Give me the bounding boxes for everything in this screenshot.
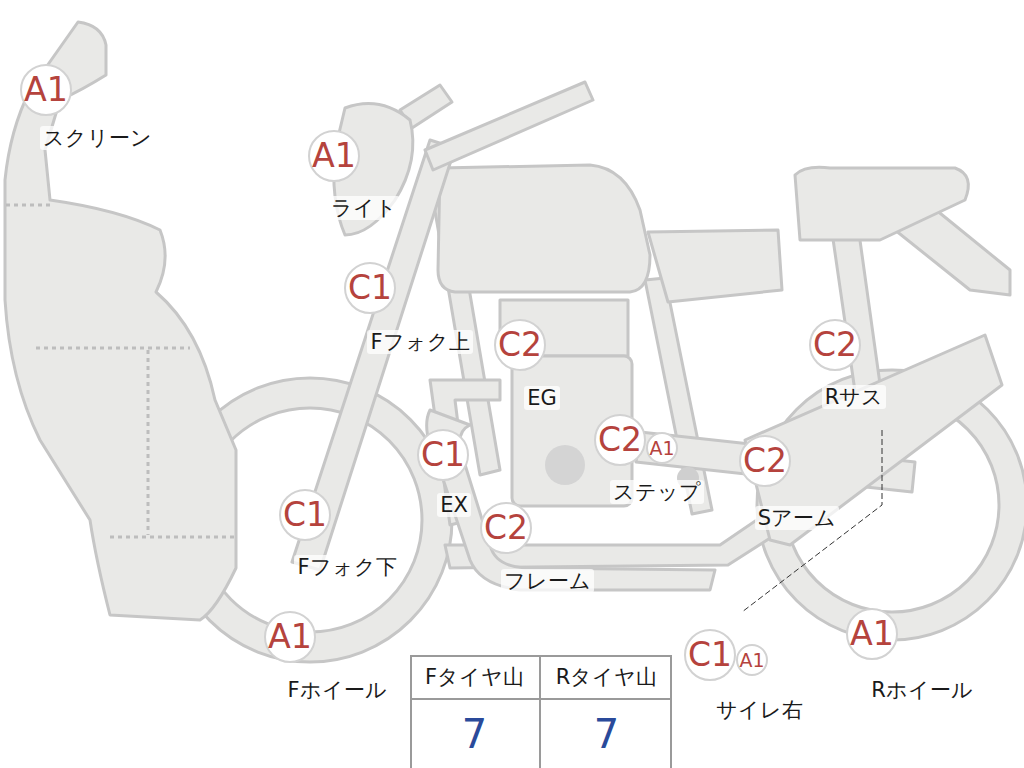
grade-circle: A1ライト	[308, 130, 360, 182]
grade-code: C2	[598, 424, 642, 457]
part-name: フレーム	[501, 569, 594, 593]
table-cell: 7	[541, 700, 672, 768]
grade-code: C1	[348, 272, 392, 305]
grade-circle: A1スクリーン	[20, 64, 72, 116]
grade-circle: A1Rホイール	[846, 608, 898, 660]
table-header: Rタイヤ山	[556, 663, 658, 691]
part-name: ステップ	[610, 480, 704, 504]
grade-code: A1	[312, 139, 356, 172]
grade-circle: C2Rサス	[809, 319, 861, 371]
part-name: EG	[524, 386, 560, 410]
part-name: ライト	[328, 196, 400, 220]
grade-code: C2	[498, 329, 542, 362]
part-name: Rホイール	[868, 678, 976, 702]
grade-code: A1	[850, 617, 894, 650]
part-name: Fフォク上	[367, 330, 472, 354]
grade-circle: C2EG	[494, 319, 546, 371]
part-name: スクリーン	[40, 126, 155, 150]
grade-circle: C1サイレ右	[684, 629, 736, 681]
table-cell: Fタイヤ山	[410, 655, 541, 700]
part-name: EX	[437, 493, 471, 517]
small-grade-circle: A1	[736, 644, 769, 677]
part-name: サイレ右	[713, 698, 806, 722]
part-name: Rサス	[822, 385, 887, 409]
grade-circle: C2Sアーム	[739, 435, 791, 487]
grade-circle: C1Fフォク下	[279, 489, 331, 541]
table-cell: Rタイヤ山	[541, 655, 672, 700]
grade-code: A1	[740, 651, 765, 670]
grade-code: A1	[650, 439, 675, 458]
grade-code: A1	[24, 73, 68, 106]
tread-depth-table: Fタイヤ山 Rタイヤ山 7 7	[410, 655, 672, 768]
grade-code: C1	[421, 439, 465, 472]
part-name: Fフォク下	[294, 555, 399, 579]
table-cell: 7	[410, 700, 541, 768]
table-value: 7	[594, 711, 619, 757]
grade-circle: C2フレーム	[480, 502, 532, 554]
grade-circle: C1EX	[417, 429, 469, 481]
grade-circle: C1Fフォク上	[344, 262, 396, 314]
part-name: Sアーム	[755, 506, 839, 530]
grade-code: C2	[743, 445, 787, 478]
grade-code: C1	[688, 639, 732, 672]
grade-code: C2	[484, 512, 528, 545]
grade-circle: C2ステップ	[594, 414, 646, 466]
grade-code: C2	[813, 329, 857, 362]
table-header: Fタイヤ山	[425, 663, 524, 691]
table-value: 7	[462, 711, 487, 757]
part-name: Fホイール	[284, 678, 389, 702]
grade-code: C1	[283, 499, 327, 532]
grade-code: A1	[268, 620, 312, 653]
grade-circle: A1Fホイール	[264, 611, 316, 663]
